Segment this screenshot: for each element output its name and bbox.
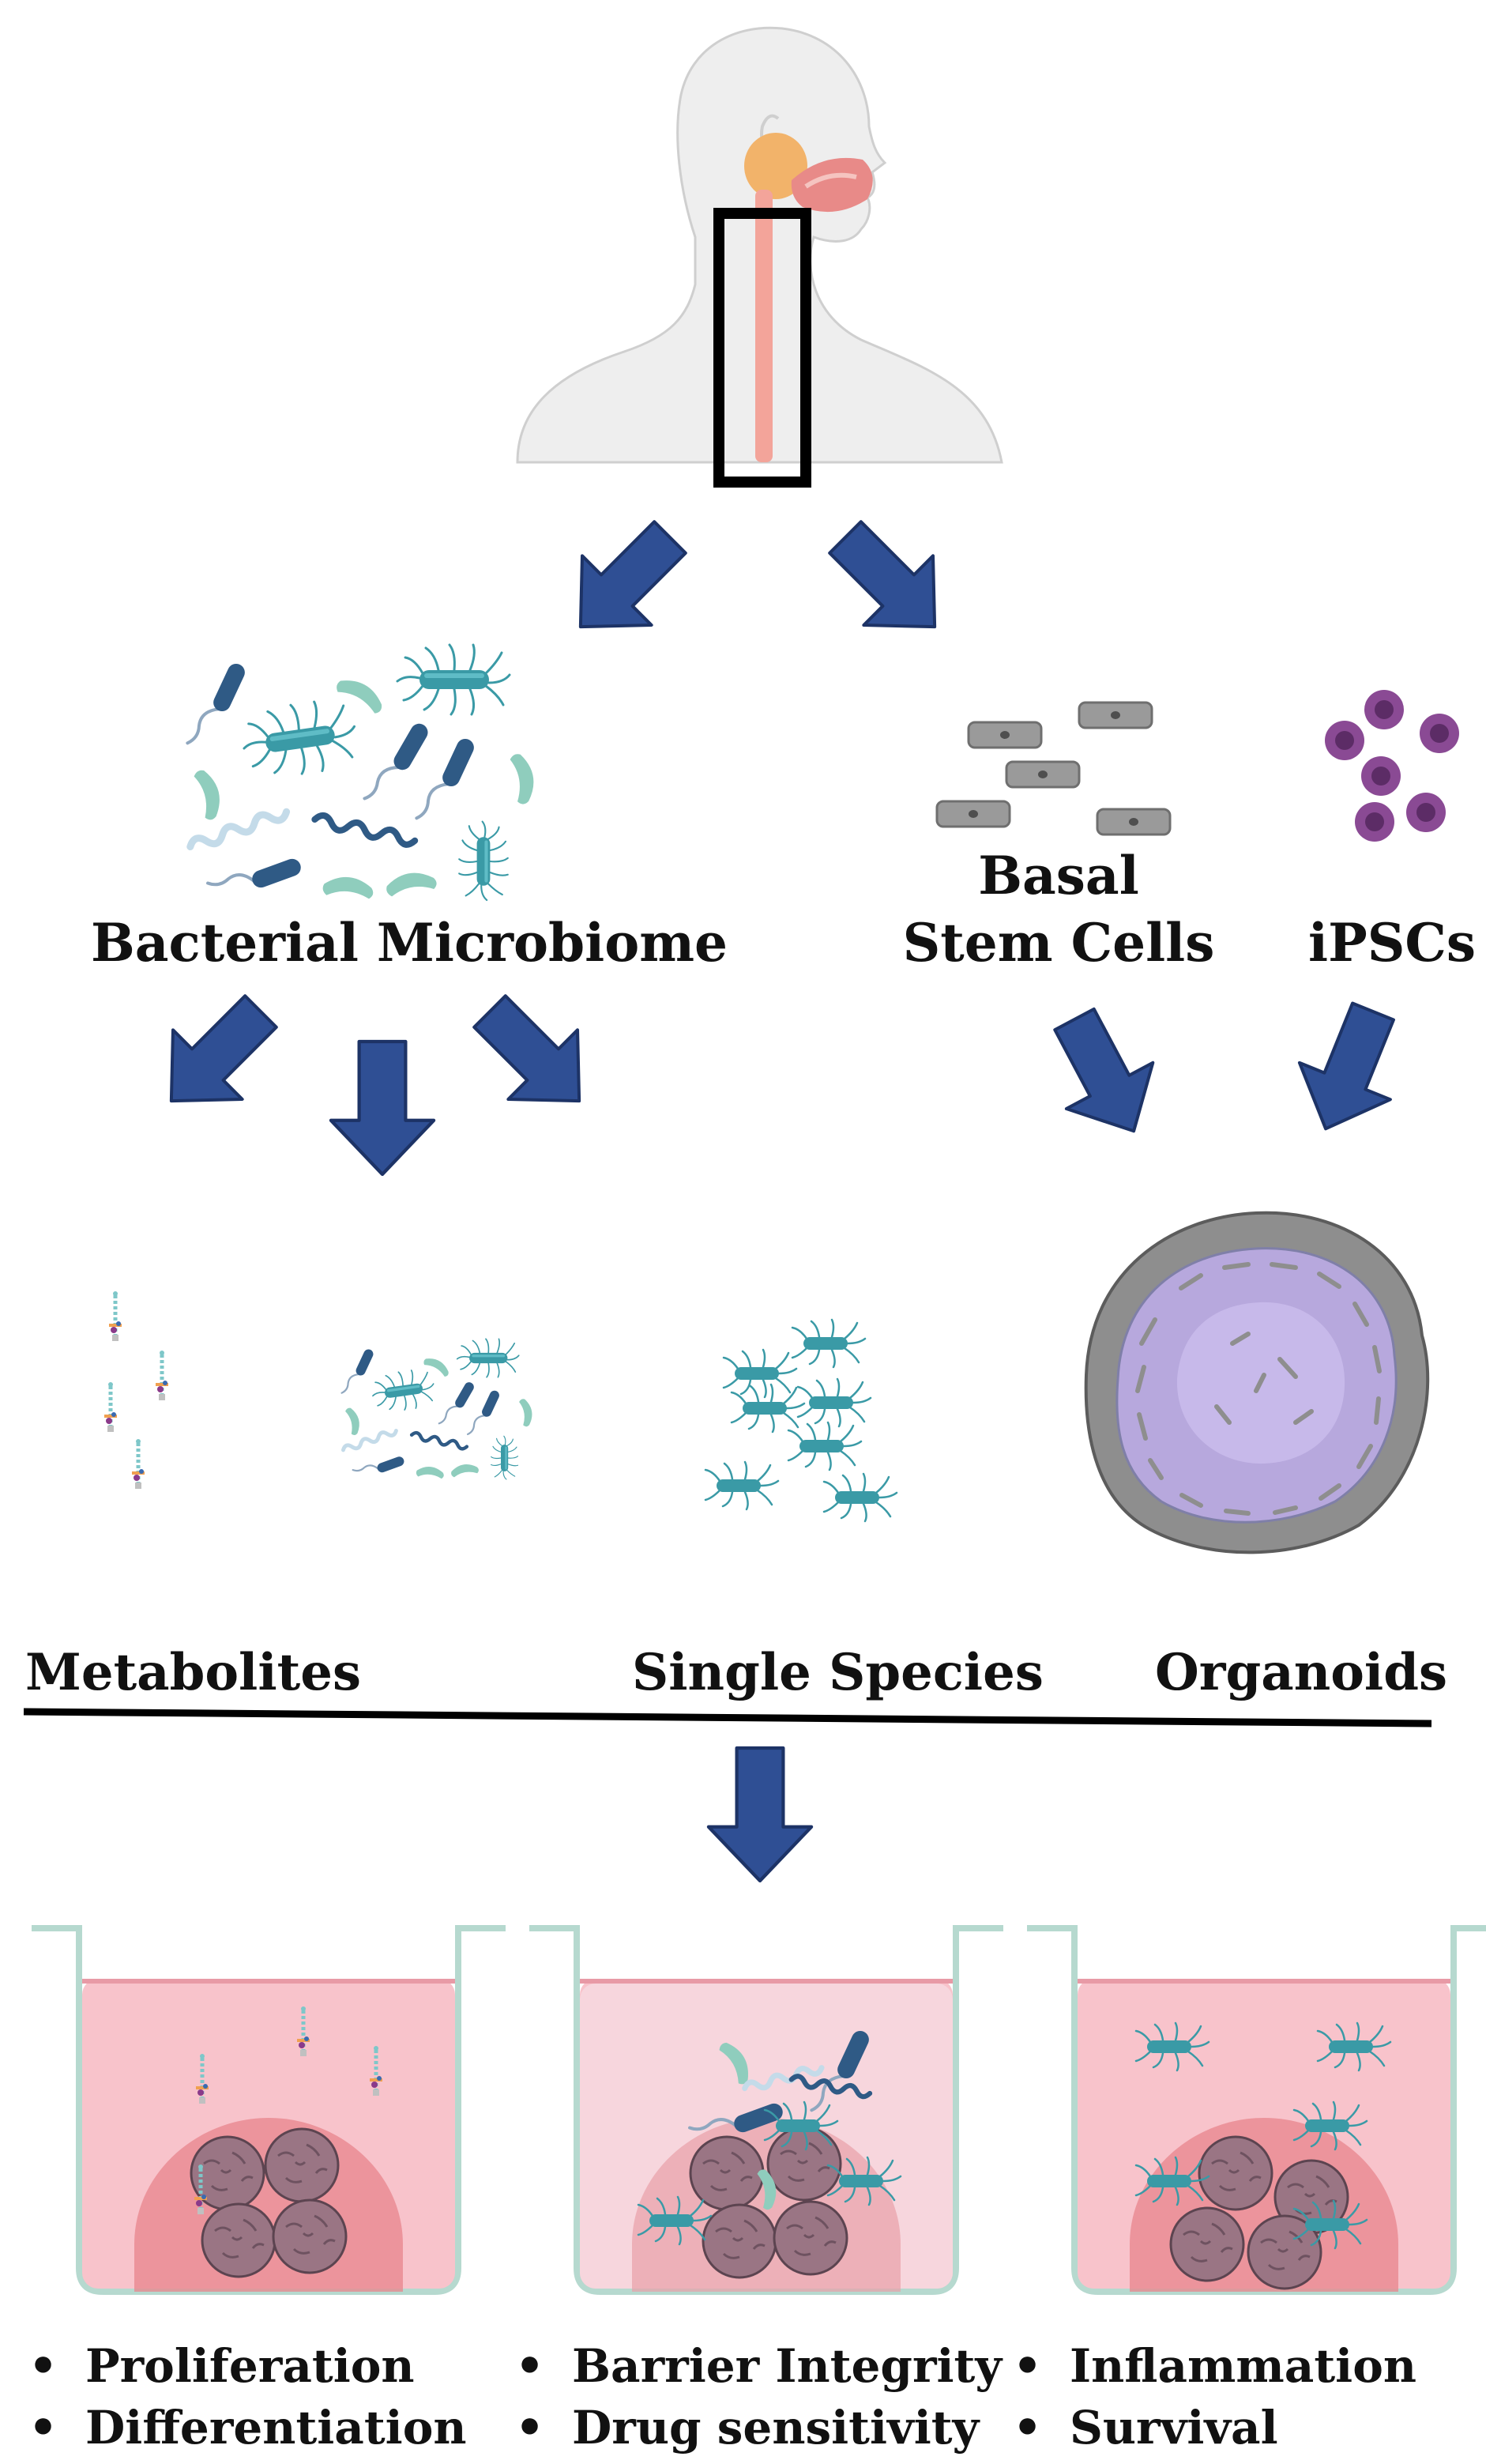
outcome-item: •Barrier Integrity — [515, 2339, 1003, 2393]
basal-stem-cells — [935, 701, 1172, 836]
ipsc-cells — [1325, 690, 1459, 842]
human-head-illustration — [516, 26, 1003, 488]
outcome-item: •Inflammation — [1013, 2339, 1417, 2393]
culture-well-single — [1027, 1928, 1486, 2292]
outcome-item: •Survival — [1013, 2401, 1278, 2455]
microbiome-cluster — [187, 643, 538, 906]
outcomes-right-list: •Inflammation •Survival — [1013, 2335, 1416, 2458]
arrow-to-stem-cells — [811, 503, 969, 661]
label-stem-cells: Stem Cells — [902, 912, 1215, 974]
outcomes-left-list: •Proliferation •Differentiation — [28, 2335, 467, 2458]
divider-line — [23, 1708, 1432, 1727]
arrow-to-metabolites — [137, 977, 295, 1136]
culture-well-mixed — [529, 1928, 1003, 2292]
arrow-stem-to-organoid — [1031, 997, 1177, 1154]
label-bacterial-microbiome: Bacterial Microbiome — [91, 912, 728, 974]
culture-well-metabolites — [32, 1928, 506, 2292]
arrow-to-cultures — [709, 1748, 811, 1881]
outcome-item: •Proliferation — [28, 2339, 415, 2393]
single-species-illustration — [704, 1318, 898, 1523]
arrow-to-single-species — [455, 977, 614, 1136]
mixed-community-illustration — [342, 1338, 535, 1483]
organoid-illustration — [1084, 1211, 1430, 1554]
outcomes-middle-list: •Barrier Integrity •Drug sensitivity — [515, 2335, 1002, 2458]
metabolites-illustration — [104, 1291, 168, 1489]
arrow-to-microbiome — [546, 503, 705, 661]
label-basal: Basal — [978, 845, 1139, 906]
label-organoids: Organoids — [1155, 1643, 1447, 1702]
label-metabolites: Metabolites — [25, 1643, 361, 1702]
outcome-item: •Drug sensitivity — [515, 2401, 980, 2455]
arrow-ipsc-to-organoid — [1278, 991, 1420, 1149]
label-ipscs: iPSCs — [1308, 912, 1477, 974]
outcome-item: •Differentiation — [28, 2401, 467, 2455]
label-single-species: Single Species — [632, 1643, 1044, 1702]
arrow-to-mixed-community — [331, 1042, 434, 1174]
